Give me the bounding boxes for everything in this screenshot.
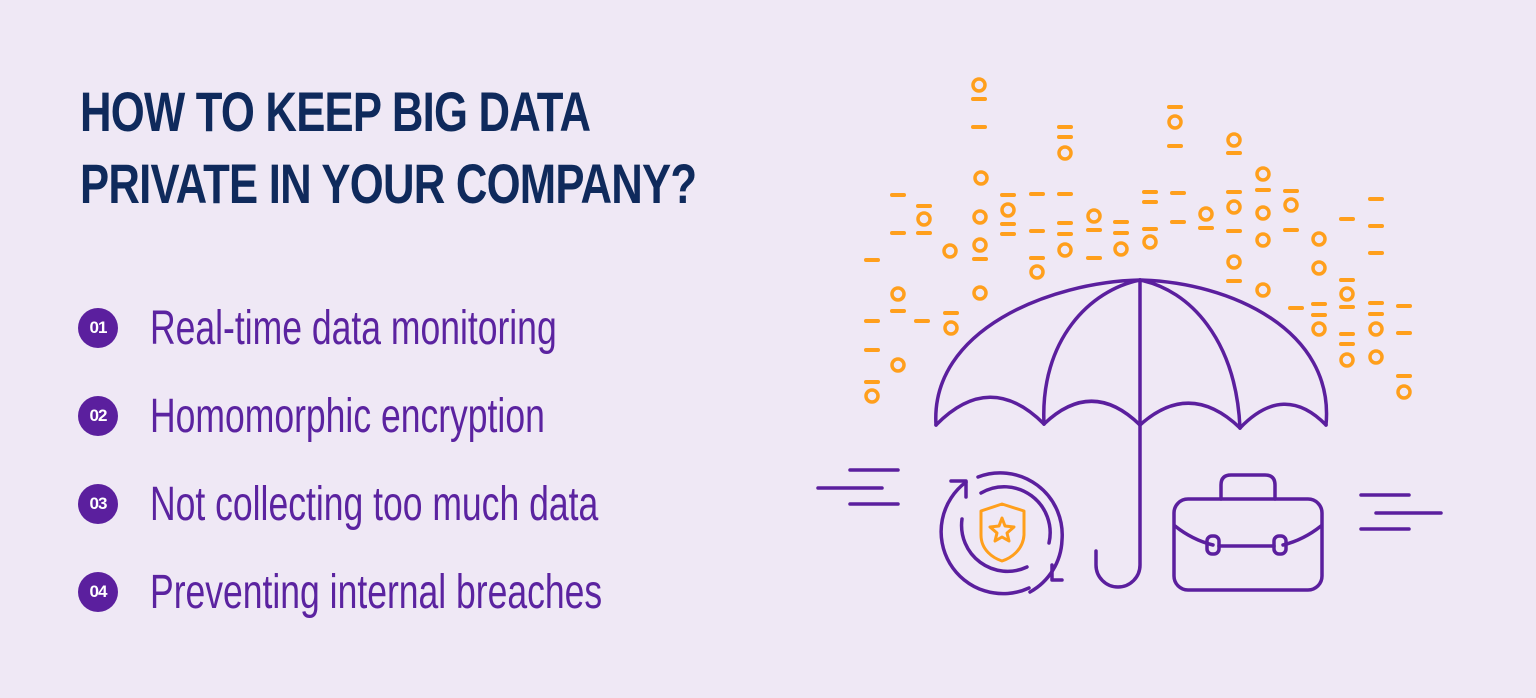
number-badge: 04 <box>78 572 118 612</box>
briefcase-icon <box>1172 473 1324 592</box>
number-badge: 02 <box>78 396 118 436</box>
list-item: 01 Real-time data monitoring <box>78 284 761 372</box>
binary-rain-icon <box>864 77 1412 404</box>
list-item: 04 Preventing internal breaches <box>78 548 761 636</box>
page-title: HOW TO KEEP BIG DATA PRIVATE IN YOUR COM… <box>80 76 697 220</box>
list-item-label: Preventing internal breaches <box>150 565 603 619</box>
umbrella-icon <box>934 278 1329 589</box>
shield-star-refresh-icon <box>939 471 1064 596</box>
title-line-2: PRIVATE IN YOUR COMPANY? <box>80 152 697 215</box>
tips-list: 01 Real-time data monitoring 02 Homomorp… <box>78 284 761 636</box>
list-item: 02 Homomorphic encryption <box>78 372 761 460</box>
number-badge: 03 <box>78 484 118 524</box>
list-item-label: Homomorphic encryption <box>150 389 545 443</box>
list-item-label: Real-time data monitoring <box>150 301 557 355</box>
list-item: 03 Not collecting too much data <box>78 460 761 548</box>
list-item-label: Not collecting too much data <box>150 477 599 531</box>
number-badge: 01 <box>78 308 118 348</box>
title-line-1: HOW TO KEEP BIG DATA <box>80 80 591 143</box>
speed-lines-icon <box>816 468 1443 531</box>
